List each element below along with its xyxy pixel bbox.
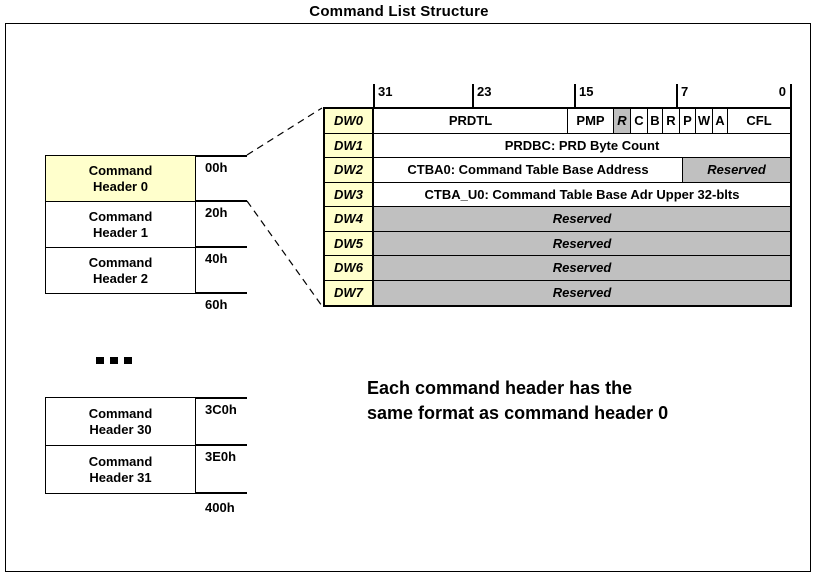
command-header-1-line1: Command <box>88 208 153 224</box>
dw4-label: DW4 <box>325 207 374 231</box>
dw3-field-ctba-u0: CTBA_U0: Command Table Base Adr Upper 32… <box>424 186 740 202</box>
dw-row-1: DW1 PRDBC: PRD Byte Count <box>325 133 790 158</box>
offset-label-3C0h: 3C0h <box>205 402 237 417</box>
dw2-label: DW2 <box>325 158 374 182</box>
bit-tick-7 <box>676 84 678 107</box>
command-header-31-line1: Command <box>88 453 153 469</box>
offset-label-20h: 20h <box>205 205 228 220</box>
offset-label-00h: 00h <box>205 160 228 175</box>
command-header-0-line2: Header 0 <box>93 178 148 194</box>
command-header-31: Command Header 31 <box>46 446 195 493</box>
dw-row-4: DW4 Reserved <box>325 207 790 232</box>
offset-rule <box>196 444 247 446</box>
dw0-field-pmp: PMP <box>568 109 614 133</box>
dw-row-6: DW6 Reserved <box>325 256 790 281</box>
diagram-frame <box>5 23 811 572</box>
dw2-field-reserved: Reserved <box>683 158 790 182</box>
dw5-label: DW5 <box>325 231 374 255</box>
dw0-field-b: B <box>648 109 663 133</box>
dw-row-0: DW0 PRDTL PMP R C B R P W A CFL <box>325 109 790 134</box>
offset-label-40h: 40h <box>205 251 228 266</box>
dw0-field-a: A <box>713 109 728 133</box>
command-header-2-line2: Header 2 <box>93 270 148 286</box>
dw1-label: DW1 <box>325 133 374 157</box>
command-header-2-line1: Command <box>88 254 153 270</box>
note-line-1: Each command header has the <box>367 378 633 398</box>
bit-tick-0 <box>790 84 792 107</box>
bit-label-0: 0 <box>778 84 786 99</box>
note-line-2: same format as command header 0 <box>367 403 669 423</box>
dw4-field-reserved: Reserved <box>374 207 790 231</box>
dw0-field-prdtl: PRDTL <box>374 109 568 133</box>
command-header-2: Command Header 2 <box>46 248 195 293</box>
command-header-1-line2: Header 1 <box>93 224 148 240</box>
dw-row-5: DW5 Reserved <box>325 231 790 256</box>
command-header-list-top: Command Header 0 Command Header 1 Comman… <box>45 155 196 294</box>
dw0-field-w: W <box>696 109 713 133</box>
bit-label-23: 23 <box>477 84 492 99</box>
dw0-field-p: P <box>680 109 696 133</box>
offset-rule <box>196 200 247 202</box>
dw0-field-r: R <box>663 109 680 133</box>
dw0-field-r-reserved: R <box>614 109 631 133</box>
offset-rule <box>196 292 247 294</box>
command-header-0: Command Header 0 <box>46 156 195 202</box>
bit-label-7: 7 <box>681 84 689 99</box>
dw-row-7: DW7 Reserved <box>325 280 790 305</box>
dw1-field-prdbc: PRDBC: PRD Byte Count <box>504 137 660 153</box>
dw7-label: DW7 <box>325 280 374 305</box>
dw0-field-c: C <box>631 109 648 133</box>
command-header-list-bottom: Command Header 30 Command Header 31 <box>45 397 196 494</box>
dw7-field-reserved: Reserved <box>374 280 790 305</box>
offset-rule <box>196 492 247 494</box>
dw-row-2: DW2 CTBA0: Command Table Base Address Re… <box>325 158 790 183</box>
command-header-30-line2: Header 30 <box>89 421 152 437</box>
ellipsis-dot <box>124 357 132 364</box>
bit-label-15: 15 <box>579 84 594 99</box>
bit-tick-15 <box>574 84 576 107</box>
command-header-30-line1: Command <box>88 405 153 421</box>
diagram-title: Command List Structure <box>309 3 489 20</box>
note-text: Each command header has the same format … <box>367 376 668 426</box>
command-header-1: Command Header 1 <box>46 202 195 248</box>
offset-label-3E0h: 3E0h <box>205 449 237 464</box>
dw2-field-ctba0: CTBA0: Command Table Base Address <box>374 158 683 182</box>
offset-rule <box>196 397 247 399</box>
bit-label-31: 31 <box>378 84 393 99</box>
dw6-label: DW6 <box>325 256 374 280</box>
offset-label-400h: 400h <box>205 500 235 515</box>
command-header-31-line2: Header 31 <box>89 469 152 485</box>
ellipsis <box>96 357 132 364</box>
command-header-30: Command Header 30 <box>46 398 195 446</box>
command-header-0-line1: Command <box>88 162 153 178</box>
dw0-field-cfl: CFL <box>746 113 772 129</box>
bit-tick-23 <box>472 84 474 107</box>
bit-tick-31 <box>373 84 375 107</box>
offset-rule <box>196 155 247 157</box>
ellipsis-dot <box>96 357 104 364</box>
dw-table: DW0 PRDTL PMP R C B R P W A CFL DW1 PRDB… <box>323 107 792 307</box>
dw3-label: DW3 <box>325 182 374 206</box>
dw5-field-reserved: Reserved <box>374 231 790 255</box>
offset-rule <box>196 246 247 248</box>
dw6-field-reserved: Reserved <box>374 256 790 280</box>
ellipsis-dot <box>110 357 118 364</box>
dw0-label: DW0 <box>325 109 374 133</box>
dw-row-3: DW3 CTBA_U0: Command Table Base Adr Uppe… <box>325 182 790 207</box>
offset-label-60h: 60h <box>205 297 228 312</box>
